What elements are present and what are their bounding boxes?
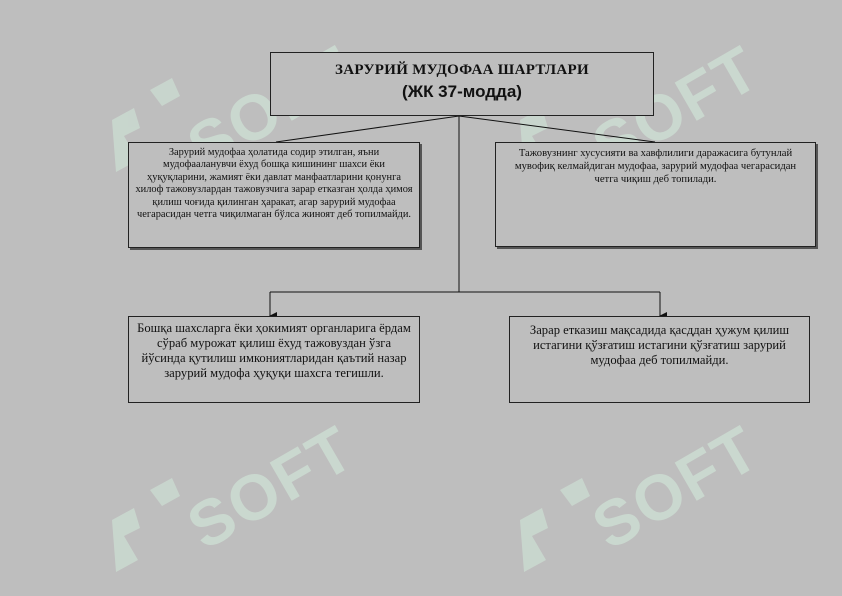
box-text: Зарурий мудофаа ҳолатида содир этилган, … bbox=[135, 147, 413, 221]
box-provocation-not-defense: Зарар етказиш мақсадида қасддан ҳужум қи… bbox=[509, 316, 810, 403]
diagram-title: ЗАРУРИЙ МУДОФАА ШАРТЛАРИ bbox=[335, 62, 589, 78]
box-text: Тажовузнинг хусусияти ва хавфлилиги дара… bbox=[514, 148, 797, 185]
box-text: Зарар етказиш мақсадида қасддан ҳужум қи… bbox=[529, 323, 790, 367]
watermark-text: SOFT bbox=[580, 411, 772, 564]
box-text: Бошқа шахсларга ёки ҳокимият органларига… bbox=[137, 321, 411, 380]
box-exceeding-defense-limits: Тажовузнинг хусусияти ва хавфлилиги дара… bbox=[495, 142, 816, 247]
diagram-subtitle: (ЖК 37-модда) bbox=[402, 82, 522, 101]
box-right-to-defense: Бошқа шахсларга ёки ҳокимият органларига… bbox=[128, 316, 420, 403]
connector-to-top-right bbox=[458, 115, 656, 143]
diagram-title-box: ЗАРУРИЙ МУДОФАА ШАРТЛАРИ (ЖК 37-модда) bbox=[270, 52, 654, 116]
connector-to-top-left bbox=[275, 115, 460, 143]
box-necessary-defense-definition: Зарурий мудофаа ҳолатида содир этилган, … bbox=[128, 142, 420, 248]
watermark-text: SOFT bbox=[175, 411, 367, 564]
